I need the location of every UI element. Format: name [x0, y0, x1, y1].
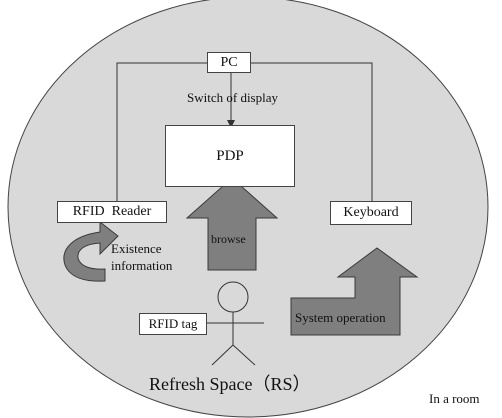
- existence-label-line2: information: [111, 258, 173, 273]
- system-operation-label: System operation: [295, 310, 386, 325]
- pdp-label: PDP: [216, 147, 244, 164]
- rfid-reader-label: RFID Reader: [72, 204, 152, 219]
- pc-box: PC: [207, 52, 251, 73]
- rfid-tag-box: RFID tag: [139, 313, 207, 335]
- existence-arrow: [63, 220, 119, 282]
- switch-of-display-label: Switch of display: [187, 90, 278, 105]
- connector-pc-keyboard: [251, 62, 373, 201]
- keyboard-label: Keyboard: [343, 205, 399, 220]
- existence-label-line1: Existence: [111, 241, 162, 256]
- connector-pc-rfid-reader: [116, 62, 207, 201]
- in-a-room-label: In a room: [429, 391, 480, 406]
- user-figure: [202, 281, 264, 366]
- pc-label: PC: [220, 54, 238, 70]
- refresh-space-title: Refresh Space（RS）: [149, 374, 311, 394]
- system-operation-arrow: [290, 247, 419, 336]
- browse-label: browse: [211, 232, 246, 246]
- keyboard-box: Keyboard: [330, 201, 412, 225]
- rfid-tag-label: RFID tag: [148, 316, 198, 331]
- browse-arrow: [185, 177, 279, 271]
- pdp-box: PDP: [165, 125, 295, 187]
- rfid-reader-box: RFID Reader: [57, 201, 167, 223]
